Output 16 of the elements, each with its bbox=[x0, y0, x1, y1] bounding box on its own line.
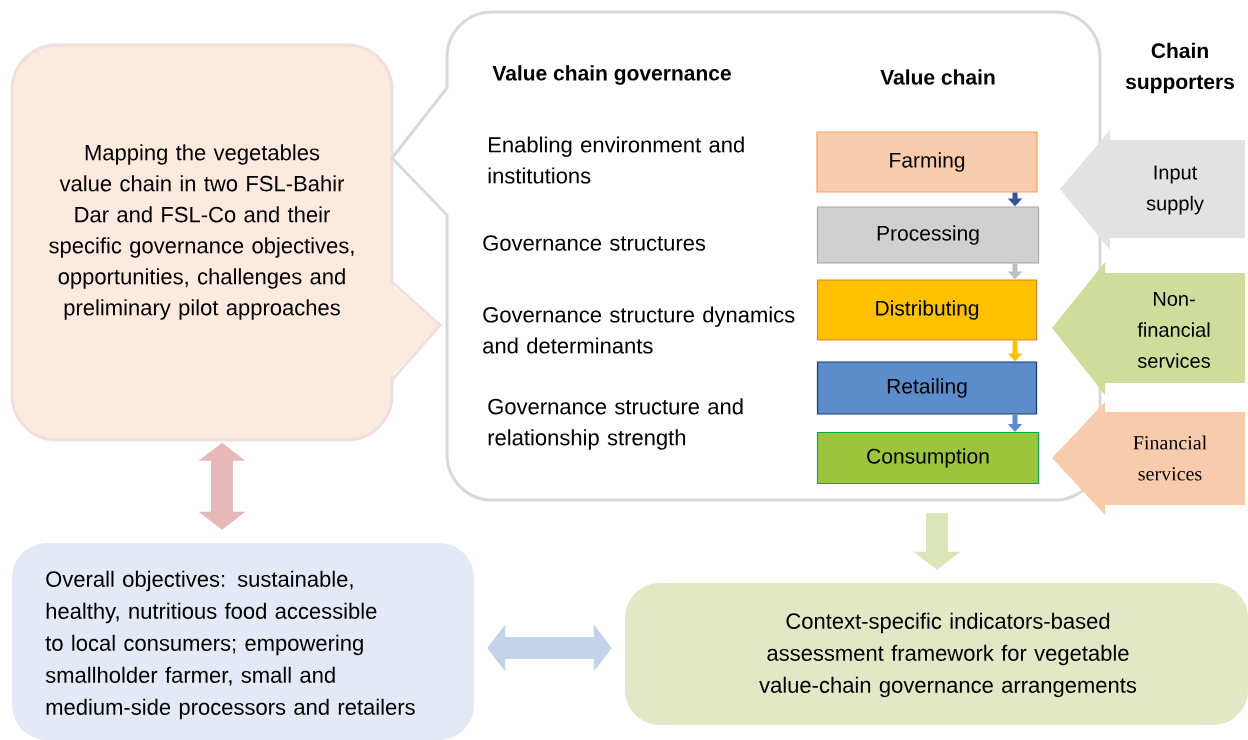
stage-box: Farming bbox=[816, 131, 1038, 193]
column-heading: Chain supporters bbox=[1125, 42, 1234, 94]
column-heading: Value chain governance bbox=[492, 65, 731, 85]
stage-box: Distributing bbox=[816, 279, 1038, 341]
arrow bbox=[487, 624, 612, 672]
stage-box: Retailing bbox=[816, 361, 1038, 415]
stage-box: Processing bbox=[816, 206, 1040, 264]
governance-aspect: Governance structure and relationship strength bbox=[488, 398, 743, 450]
governance-aspect: Governance structure dynamics and determinants bbox=[483, 306, 795, 354]
rounded-box: Overall objectives: sustainable, healthy, nutritious food accessible to local consumers; empowering smallholder farmer, small and medium-side processors and retailers bbox=[12, 543, 474, 740]
rounded-box: Context-specific indicators-based assessment framework for vegetable value-chain governance arrangements bbox=[625, 583, 1248, 725]
stage-box: Consumption bbox=[816, 431, 1040, 485]
governance-aspect: Governance structures bbox=[483, 235, 706, 251]
speech-bubble: Mapping the vegetables value chain in two FSL-Bahir Dar and FSL-Co and their specific governance objectives, opportunities, challenges and preliminary pilot approaches bbox=[10, 43, 443, 442]
column-heading: Value chain bbox=[880, 69, 995, 85]
governance-aspect: Enabling environment and institutions bbox=[488, 136, 744, 184]
